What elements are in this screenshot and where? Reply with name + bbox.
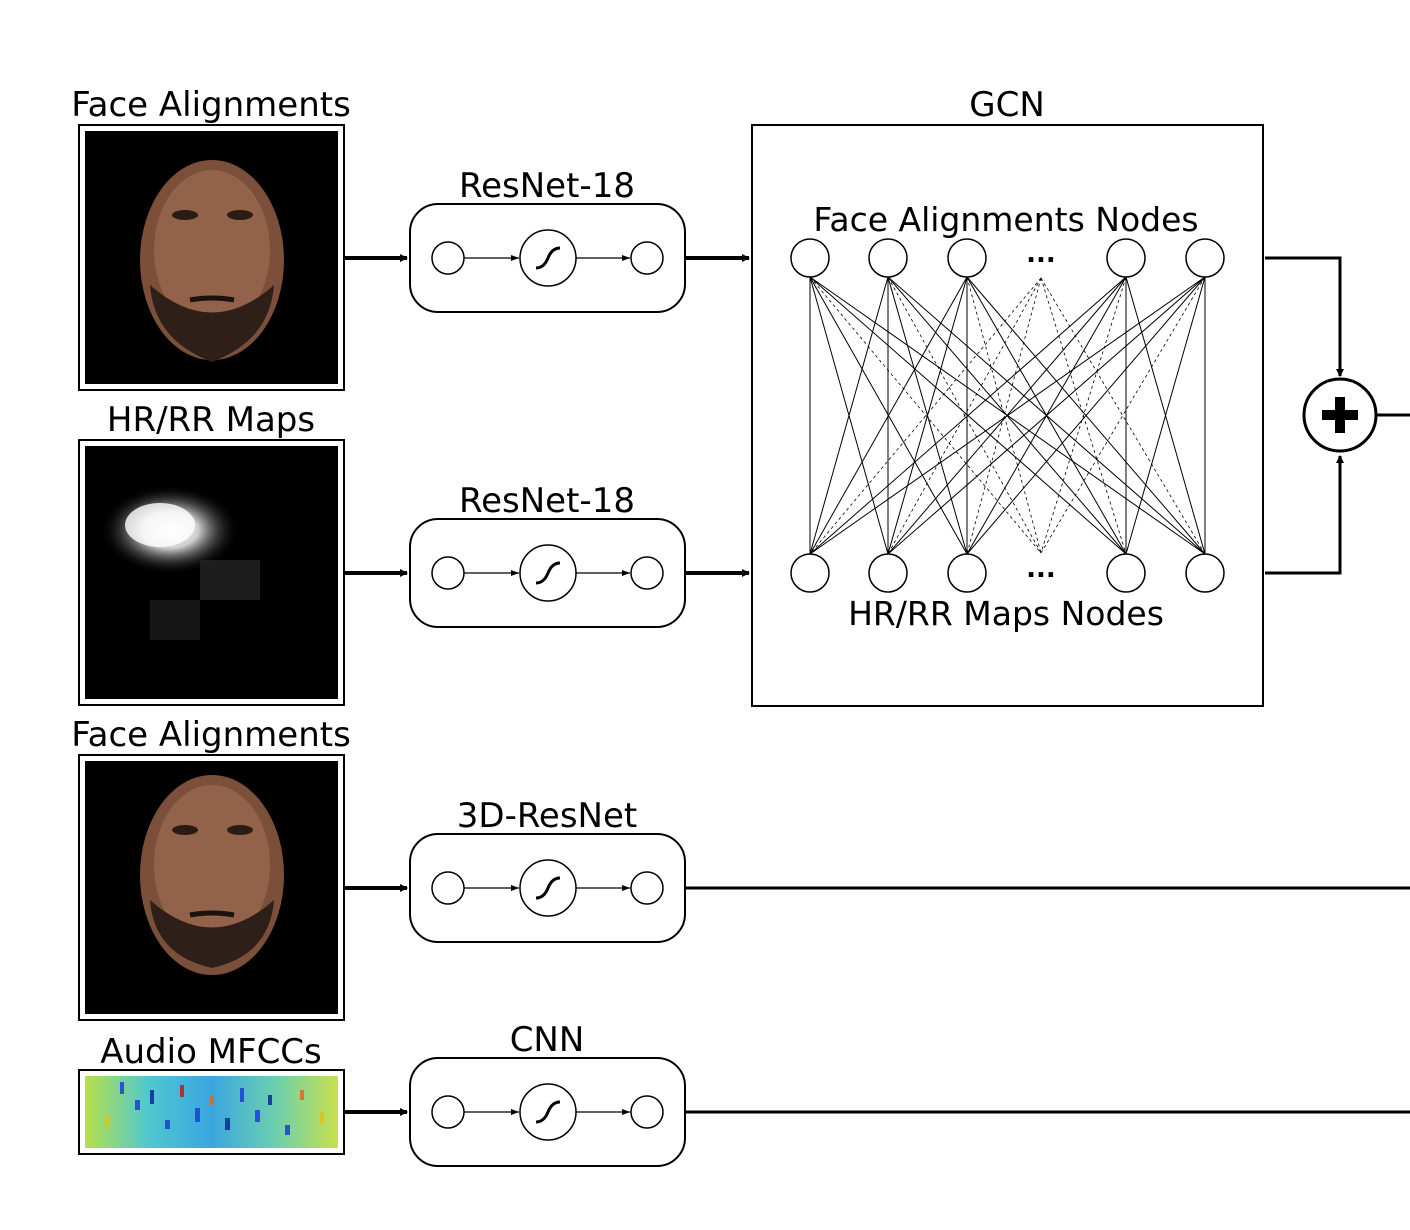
plus-icon bbox=[1322, 397, 1358, 433]
gcn-bottom-output-line bbox=[1265, 455, 1344, 575]
gcn-top-node bbox=[868, 238, 908, 278]
cnn-label: CNN bbox=[510, 1020, 585, 1060]
gcn-top-node bbox=[790, 238, 830, 278]
gcn-top-node bbox=[947, 238, 987, 278]
gcn-top-output-line bbox=[1265, 256, 1344, 377]
gcn-edge bbox=[809, 276, 889, 555]
gcn-edge bbox=[809, 276, 1206, 555]
cnn-block: CNN bbox=[409, 1020, 686, 1167]
gcn-edge bbox=[887, 276, 1206, 555]
hr-rr-maps-image bbox=[78, 439, 345, 706]
gcn-edge bbox=[966, 276, 1206, 555]
gcn-nodes bbox=[790, 238, 1225, 593]
resnet18-top-label: ResNet-18 bbox=[459, 166, 635, 206]
face-alignments-label-2: Face Alignments bbox=[71, 715, 351, 755]
3d-resnet-block: 3D-ResNet bbox=[409, 796, 686, 943]
face-alignments-label-1: Face Alignments bbox=[71, 85, 351, 125]
gcn-edge-dashed bbox=[887, 277, 1042, 555]
gcn-top-node bbox=[1106, 238, 1146, 278]
gcn-bottom-ellipsis: ... bbox=[1026, 554, 1056, 584]
face-alignments-image-2 bbox=[78, 754, 345, 1021]
gcn-top-nodes-label: Face Alignments Nodes bbox=[813, 200, 1198, 239]
gcn-top-ellipsis: ... bbox=[1026, 239, 1056, 269]
gcn-edge bbox=[809, 276, 1127, 555]
gcn-edge bbox=[1125, 276, 1206, 555]
fusion-sum-node bbox=[1302, 377, 1378, 453]
gcn-edge-dashed bbox=[1040, 276, 1127, 554]
gcn-edge-dashed bbox=[1040, 277, 1127, 555]
gcn-bottom-node bbox=[1185, 553, 1225, 593]
resnet18-top-block: ResNet-18 bbox=[409, 166, 686, 313]
gcn-bottom-node bbox=[868, 553, 908, 593]
gcn-bottom-nodes-label: HR/RR Maps Nodes bbox=[848, 594, 1164, 633]
gcn-top-node bbox=[1185, 238, 1225, 278]
gcn-edges bbox=[809, 276, 1206, 555]
gcn-bottom-node bbox=[1106, 553, 1146, 593]
face-alignments-image-1 bbox=[78, 124, 345, 391]
gcn-edge-dashed bbox=[887, 276, 1042, 554]
3d-resnet-label: 3D-ResNet bbox=[457, 796, 638, 836]
audio-mfccs-image bbox=[78, 1069, 345, 1155]
gcn-edge bbox=[887, 276, 968, 555]
gcn-bottom-node bbox=[947, 553, 987, 593]
audio-mfccs-label: Audio MFCCs bbox=[100, 1032, 322, 1072]
gcn-bottom-node bbox=[790, 553, 830, 593]
hr-rr-maps-label: HR/RR Maps bbox=[107, 400, 315, 440]
resnet18-bottom-label: ResNet-18 bbox=[459, 481, 635, 521]
gcn-title: GCN bbox=[969, 85, 1045, 125]
resnet18-bottom-block: ResNet-18 bbox=[409, 481, 686, 628]
